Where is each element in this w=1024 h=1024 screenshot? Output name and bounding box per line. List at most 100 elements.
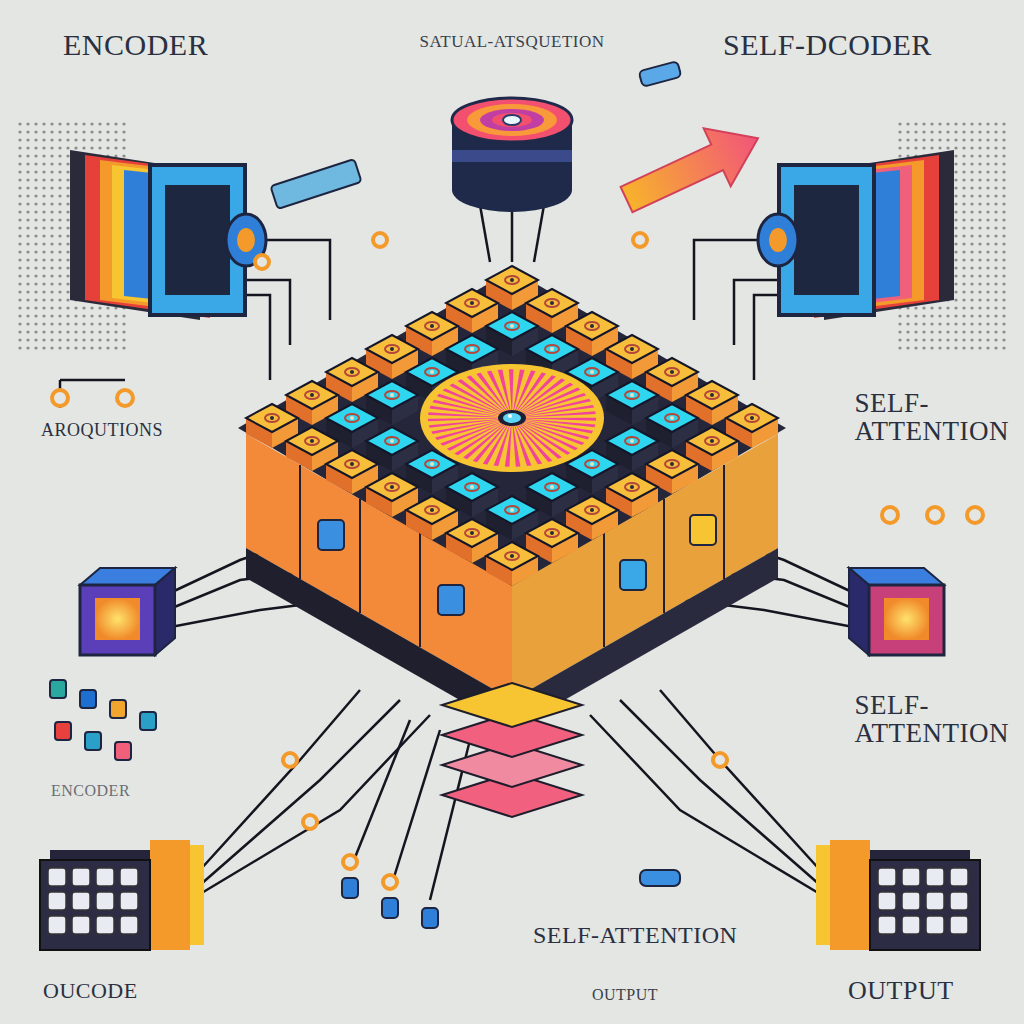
output-block <box>816 845 830 945</box>
output-block <box>870 860 980 950</box>
small-tag <box>639 61 682 87</box>
small-block <box>115 742 131 760</box>
ring-dot <box>383 875 397 889</box>
bottom-label: OUTPUT <box>589 986 661 1005</box>
wire <box>200 700 400 885</box>
small-block <box>140 712 156 730</box>
key <box>48 892 66 910</box>
wire <box>190 715 430 900</box>
small-tag <box>270 159 361 209</box>
wire <box>590 715 830 900</box>
key <box>120 868 138 886</box>
base-cube <box>620 560 646 590</box>
base-seam <box>723 465 725 579</box>
side-label: AROQUTIONS <box>38 420 166 441</box>
base-cube <box>318 520 344 550</box>
centre-eye <box>508 414 512 418</box>
output-block <box>40 860 150 950</box>
peg <box>382 898 398 918</box>
key <box>878 868 896 886</box>
side-cube <box>869 585 944 655</box>
key <box>48 868 66 886</box>
small-block <box>110 700 126 718</box>
ring-dot <box>967 507 983 523</box>
base-seam <box>299 465 301 579</box>
encoder-face <box>165 185 230 295</box>
bottom-label: SELF-ATTENTION <box>530 922 740 949</box>
key <box>120 892 138 910</box>
wire <box>534 205 544 262</box>
ring-dot <box>373 233 387 247</box>
decoder-port <box>769 228 787 252</box>
corner-label: OUTPUT <box>845 976 957 1005</box>
key <box>72 916 90 934</box>
wire <box>390 730 440 890</box>
ring-dot <box>927 507 943 523</box>
wire <box>60 379 125 382</box>
key <box>96 892 114 910</box>
base-face <box>512 434 778 700</box>
key <box>902 868 920 886</box>
key <box>72 892 90 910</box>
base-face <box>246 434 512 700</box>
ring-dot <box>343 855 357 869</box>
peg <box>342 878 358 898</box>
centre-eye <box>503 413 521 423</box>
wire <box>480 205 490 262</box>
key <box>48 916 66 934</box>
key <box>878 916 896 934</box>
grey-label: ENCODER <box>48 782 133 801</box>
key <box>950 892 968 910</box>
cylinder-eye <box>503 115 521 125</box>
small-block <box>85 732 101 750</box>
small-block <box>50 680 66 698</box>
peg <box>422 908 438 928</box>
base-seam <box>359 499 361 613</box>
wire <box>511 212 514 262</box>
key <box>926 892 944 910</box>
wire <box>350 720 410 870</box>
key <box>950 868 968 886</box>
cylinder-ring <box>492 113 532 127</box>
small-block <box>55 722 71 740</box>
ring-dot <box>283 753 297 767</box>
key <box>950 916 968 934</box>
ring-dot <box>52 390 68 406</box>
base-cube <box>690 515 716 545</box>
ring-dot <box>882 507 898 523</box>
wire <box>660 690 820 870</box>
cylinder-ring <box>480 109 544 131</box>
grid-cube <box>486 542 538 586</box>
centre-eye <box>498 410 526 426</box>
base-seam <box>419 533 421 647</box>
ring-dot <box>713 753 727 767</box>
top-heading: SATUAL-ATSQUETION <box>416 32 607 52</box>
small-block <box>80 690 96 708</box>
wire <box>200 690 360 870</box>
base-cube <box>438 585 464 615</box>
side-cube-glow <box>95 598 140 640</box>
output-block <box>190 845 204 945</box>
key <box>96 916 114 934</box>
side-label: SELF- ATTENTION <box>852 388 1012 447</box>
side-cube <box>80 585 155 655</box>
ring-dot <box>255 255 269 269</box>
key <box>902 916 920 934</box>
corner-label: OUCODE <box>40 978 141 1003</box>
starburst <box>420 364 604 472</box>
key <box>902 892 920 910</box>
key <box>72 868 90 886</box>
side-cube-glow <box>884 598 929 640</box>
key <box>878 892 896 910</box>
decoder-face <box>794 185 859 295</box>
cylinder-top <box>452 98 572 142</box>
encoder-layer <box>124 170 236 308</box>
output-block <box>830 840 870 950</box>
decoder-layer <box>788 170 900 308</box>
key <box>120 916 138 934</box>
corner-heading: SELF-DCODER <box>720 28 935 62</box>
cylinder-ring <box>467 104 557 136</box>
key <box>96 868 114 886</box>
